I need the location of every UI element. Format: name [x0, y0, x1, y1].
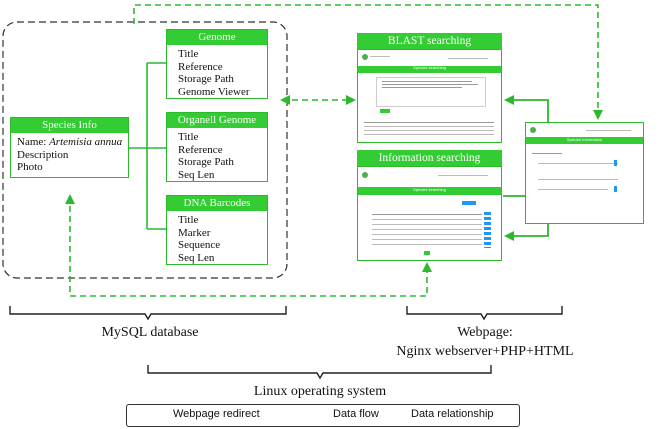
genome-field-reference: Reference	[178, 60, 223, 73]
dataflow-bottom-loop	[65, 194, 432, 297]
genome-table: Genome Title Reference Storage Path Geno…	[166, 29, 268, 99]
barcodes-field-seq-len: Seq Len	[178, 251, 215, 264]
barcodes-field-marker: Marker	[178, 226, 211, 239]
relationship-lines	[128, 62, 166, 230]
organell-genome-table: Organell Genome Title Reference Storage …	[166, 112, 268, 182]
info-logo-icon	[362, 172, 368, 178]
info-inner-heading: Species searching	[413, 187, 446, 192]
info-pagination[interactable]	[424, 251, 430, 255]
organell-field-reference: Reference	[178, 143, 223, 156]
species-field-description: Description	[17, 148, 69, 161]
right-inner-heading: Species Information	[566, 137, 603, 142]
barcodes-header: DNA Barcodes	[167, 196, 267, 211]
legend-dataflow-label: Data flow	[333, 408, 379, 420]
organell-header: Organell Genome	[167, 113, 267, 128]
blast-inner-heading: Species searching	[413, 65, 446, 70]
organell-field-seq-len: Seq Len	[178, 168, 215, 181]
genome-header: Genome	[167, 30, 267, 45]
redirect-right-to-info	[504, 222, 549, 241]
redirect-right-to-blast	[504, 95, 549, 122]
species-name-row: Name: Artemisia annua	[17, 136, 128, 149]
legend-relationship-label: Data relationship	[411, 408, 494, 420]
dna-barcodes-table: DNA Barcodes Title Marker Sequence Seq L…	[166, 195, 268, 265]
dataflow-top-loop	[133, 4, 603, 120]
organell-field-title: Title	[178, 131, 199, 143]
barcodes-field-title: Title	[178, 214, 199, 226]
blast-query-area	[376, 77, 486, 107]
blast-title: BLAST searching	[357, 33, 502, 49]
brace-webpage	[406, 306, 563, 321]
species-name-value: Artemisia annua	[49, 136, 123, 148]
webpage-label-line1: Webpage:	[457, 325, 513, 340]
species-field-photo: Photo	[17, 161, 43, 173]
linux-label: Linux operating system	[253, 384, 387, 399]
genome-field-genome-viewer: Genome Viewer	[178, 85, 250, 98]
webpage-label-line2: Nginx webserver+PHP+HTML	[396, 344, 574, 359]
blast-submit-button[interactable]	[380, 109, 390, 113]
barcodes-field-sequence: Sequence	[178, 239, 221, 251]
mysql-label: MySQL database	[101, 325, 199, 340]
species-header: Species Info	[11, 118, 128, 133]
blast-logo-icon	[362, 54, 368, 60]
genome-field-title: Title	[178, 48, 199, 60]
legend: Webpage redirect Data flow Data relation…	[126, 404, 520, 427]
info-title: Information searching	[357, 150, 502, 166]
info-search-button[interactable]	[462, 201, 476, 205]
blast-screenshot: Species searching	[357, 49, 502, 143]
info-screenshot: Species searching	[357, 166, 502, 261]
species-info-screenshot: Species Information	[525, 122, 644, 224]
brace-mysql	[9, 306, 287, 321]
organell-field-storage-path: Storage Path	[178, 156, 234, 168]
species-name-label: Name:	[17, 136, 47, 148]
brace-linux	[147, 365, 492, 380]
mysql-boundary	[2, 21, 288, 279]
legend-redirect-label: Webpage redirect	[173, 408, 260, 420]
species-info-table: Species Info Name: Artemisia annua Descr…	[10, 117, 129, 178]
braces	[9, 306, 563, 380]
genome-field-storage-path: Storage Path	[178, 73, 234, 85]
right-logo-icon	[530, 127, 536, 133]
